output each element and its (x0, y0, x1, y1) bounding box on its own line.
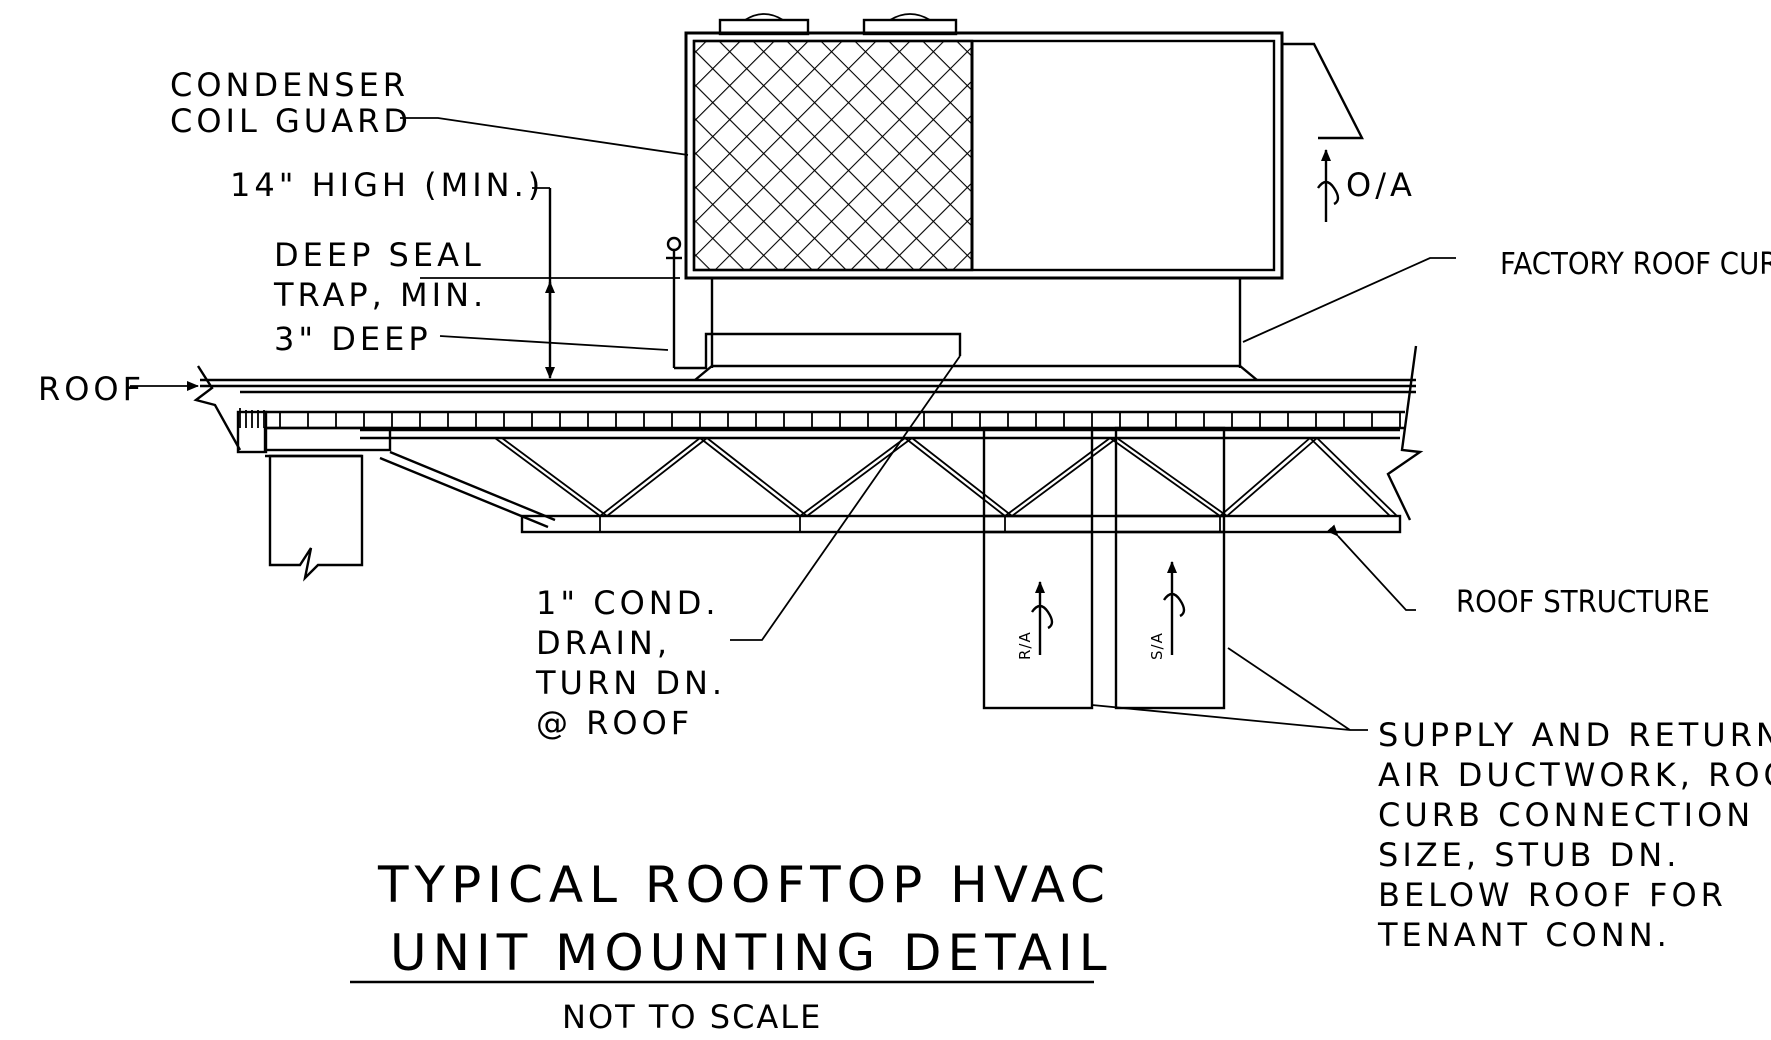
curb-height-label: 14" HIGH (MIN.) (230, 166, 544, 204)
duct-label-line4: SIZE, STUB DN. (1378, 836, 1680, 874)
joist-web-member (599, 437, 701, 517)
drawing-title-line1: TYPICAL ROOFTOP HVAC (377, 856, 1111, 914)
outside-air-hood (1282, 42, 1364, 140)
condenser-label-line2: COIL GUARD (170, 102, 412, 140)
roof-deck (193, 345, 1424, 582)
joist-web-member (494, 437, 601, 517)
roof-label: ROOF (38, 370, 145, 408)
factory-roof-curb-base (694, 364, 1258, 381)
trap-label-line2: TRAP, MIN. (273, 276, 487, 314)
joist-web-member (1004, 437, 1111, 517)
roof-structure-label: ROOF STRUCTURE (1456, 584, 1710, 619)
trap-label-line1: DEEP SEAL (274, 236, 485, 274)
joist-web-member (1116, 437, 1228, 517)
drain-label-line2: DRAIN, (536, 624, 671, 662)
condenser-label-line1: CONDENSER (170, 66, 409, 104)
duct-label-line1: SUPPLY AND RETURN (1378, 716, 1771, 754)
outside-air-arrow-icon (1317, 149, 1340, 222)
supply-air-label: S/A (1148, 632, 1166, 660)
trap-label-line3: 3" DEEP (274, 320, 432, 358)
return-air-duct (982, 426, 1094, 710)
joist-web-member (904, 437, 1006, 517)
leader-lines (130, 117, 1456, 731)
condensate-drain-trap (666, 236, 962, 370)
bearing-wall (268, 454, 364, 582)
supply-air-arrow-icon (1163, 561, 1186, 655)
joist-web-member (806, 437, 913, 517)
roof-joist (360, 428, 1402, 534)
drain-label-line1: 1" COND. (536, 584, 720, 622)
joist-web-member (911, 437, 1013, 517)
factory-roof-curb-label: FACTORY ROOF CURB (1500, 246, 1771, 281)
duct-label-line2: AIR DUCTWORK, ROOF (1378, 756, 1771, 794)
roof-break-right (1386, 345, 1424, 521)
joist-web-member (501, 437, 608, 517)
joist-web-member (1219, 437, 1311, 517)
drawing-title-line2: UNIT MOUNTING DETAIL (390, 924, 1113, 982)
joist-web-member (606, 437, 708, 517)
joist-web-member (706, 437, 808, 517)
duct-label-line6: TENANT CONN. (1377, 916, 1671, 954)
return-air-label: R/A (1016, 631, 1034, 660)
drain-label-line3: TURN DN. (535, 664, 726, 702)
rooftop-hvac-unit (684, 13, 1364, 381)
joist-web-member (1226, 437, 1318, 517)
joist-web-member (1316, 437, 1398, 517)
joist-web-member (799, 437, 906, 517)
drain-label-line4: @ ROOF (536, 704, 693, 742)
roof-break-left (193, 365, 242, 451)
duct-label-line5: BELOW ROOF FOR (1378, 876, 1727, 914)
return-air-arrow-icon (1031, 581, 1054, 655)
curb-height-dimension (420, 187, 680, 379)
joist-web-member (1109, 437, 1221, 517)
scale-note: NOT TO SCALE (562, 998, 822, 1036)
duct-label-line3: CURB CONNECTION (1378, 796, 1754, 834)
condenser-coil-guard (692, 39, 974, 272)
supply-air-duct (1114, 426, 1226, 710)
joist-web-member (699, 437, 801, 517)
outside-air-label: O/A (1346, 166, 1416, 204)
joist-web-member (1309, 437, 1391, 517)
joist-web-member (1011, 437, 1118, 517)
